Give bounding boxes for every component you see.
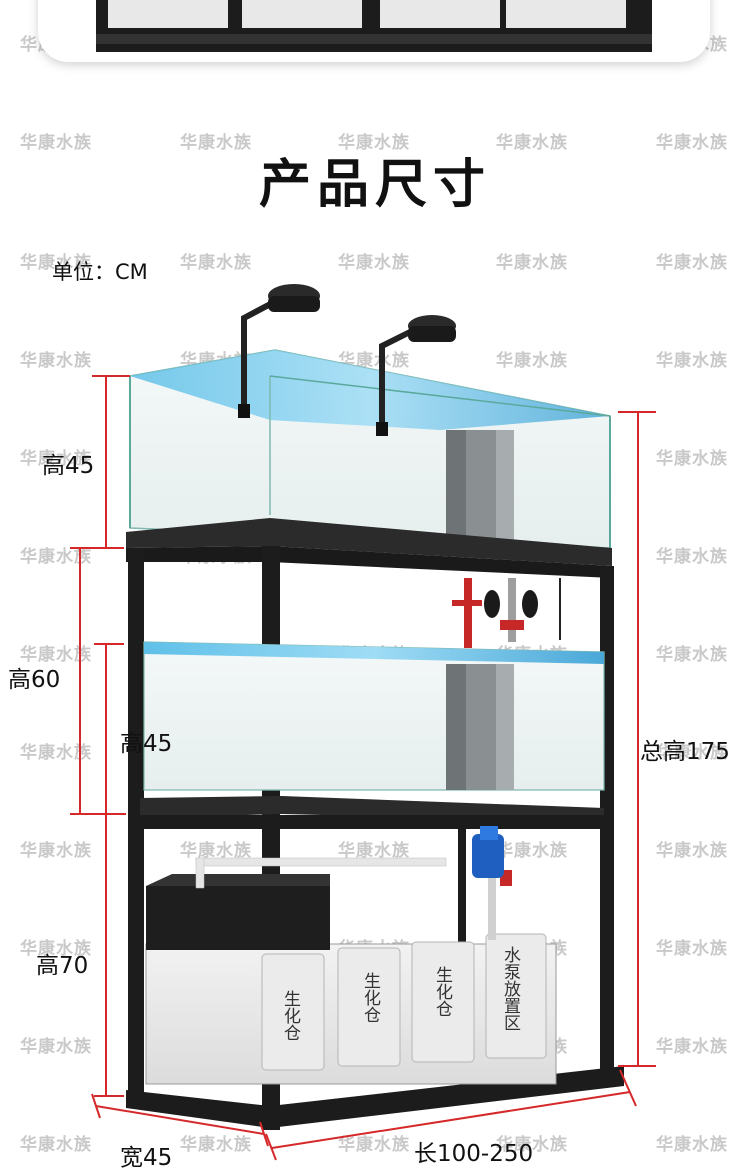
watermark-text: 华康水族	[656, 449, 728, 469]
watermark-text: 华康水族	[338, 841, 410, 861]
top-tank	[129, 349, 611, 549]
watermark-text: 华康水族	[496, 1135, 568, 1155]
watermark-text: 华康水族	[20, 449, 92, 469]
previous-image-card	[38, 0, 710, 62]
lamp-right	[376, 315, 456, 436]
watermark-text: 华康水族	[180, 841, 252, 861]
watermark-text: 华康水族	[20, 1135, 92, 1155]
compartment-labels: 生化仓 生化仓 生化仓 水泵放置区	[280, 946, 521, 1041]
watermark-text: 华康水族	[656, 1037, 728, 1057]
page-title: 产品尺寸	[258, 155, 491, 215]
watermark-text: 华康水族	[180, 1135, 252, 1155]
watermark-text: 华康水族	[20, 547, 92, 567]
length-label: 长100-250	[414, 1141, 534, 1167]
bio-chamber-label-1: 生化仓	[280, 990, 301, 1041]
watermark-text: 华康水族	[656, 547, 728, 567]
top-height-label: 高45	[42, 453, 95, 479]
middle-height-total-label: 高60	[8, 667, 61, 693]
watermark-text: 华康水族	[338, 253, 410, 273]
watermark-text: 华康水族	[338, 1135, 410, 1155]
watermark-text: 华康水族	[656, 743, 728, 763]
watermark-text: 华康水族	[20, 351, 92, 371]
middle-tank	[143, 641, 605, 791]
watermark-text: 华康水族	[656, 351, 728, 371]
watermark-text: 华康水族	[20, 645, 92, 665]
watermark-text: 华康水族	[496, 351, 568, 371]
middle-height-tank-label: 高45	[120, 731, 173, 757]
plumbing-upper	[452, 578, 561, 648]
watermark-text: 华康水族	[656, 645, 728, 665]
watermark-text: 华康水族	[20, 1037, 92, 1057]
watermark-text: 华康水族	[20, 939, 92, 959]
watermark-text: 华康水族	[338, 133, 410, 153]
watermark-text: 华康水族	[656, 133, 728, 153]
watermark-text: 华康水族	[180, 133, 252, 153]
watermark-text: 华康水族	[496, 841, 568, 861]
bio-chamber-label-2: 生化仓	[360, 972, 381, 1023]
watermark-text: 华康水族	[496, 133, 568, 153]
total-height-label: 总高175	[640, 739, 730, 765]
sump-tank	[145, 826, 557, 1085]
width-label: 宽45	[120, 1145, 173, 1171]
frame-preview	[96, 0, 652, 52]
watermark-text: 华康水族	[20, 841, 92, 861]
bottom-height-label: 高70	[36, 953, 89, 979]
watermark-text: 华康水族	[496, 253, 568, 273]
watermark-text: 华康水族	[20, 743, 92, 763]
watermark-text: 华康水族	[656, 253, 728, 273]
lamp-left	[238, 284, 320, 418]
watermark-text: 华康水族	[180, 253, 252, 273]
bio-chamber-label-3: 生化仓	[432, 966, 453, 1017]
dimension-lines	[70, 375, 656, 1161]
unit-label: 单位：CM	[52, 260, 148, 284]
watermark-text: 华康水族	[656, 1135, 728, 1155]
watermark-text: 华康水族	[20, 253, 92, 273]
pump-area-label: 水泵放置区	[500, 946, 521, 1031]
watermark-text: 华康水族	[20, 133, 92, 153]
watermark-text: 华康水族	[656, 841, 728, 861]
watermark-text: 华康水族	[656, 939, 728, 959]
